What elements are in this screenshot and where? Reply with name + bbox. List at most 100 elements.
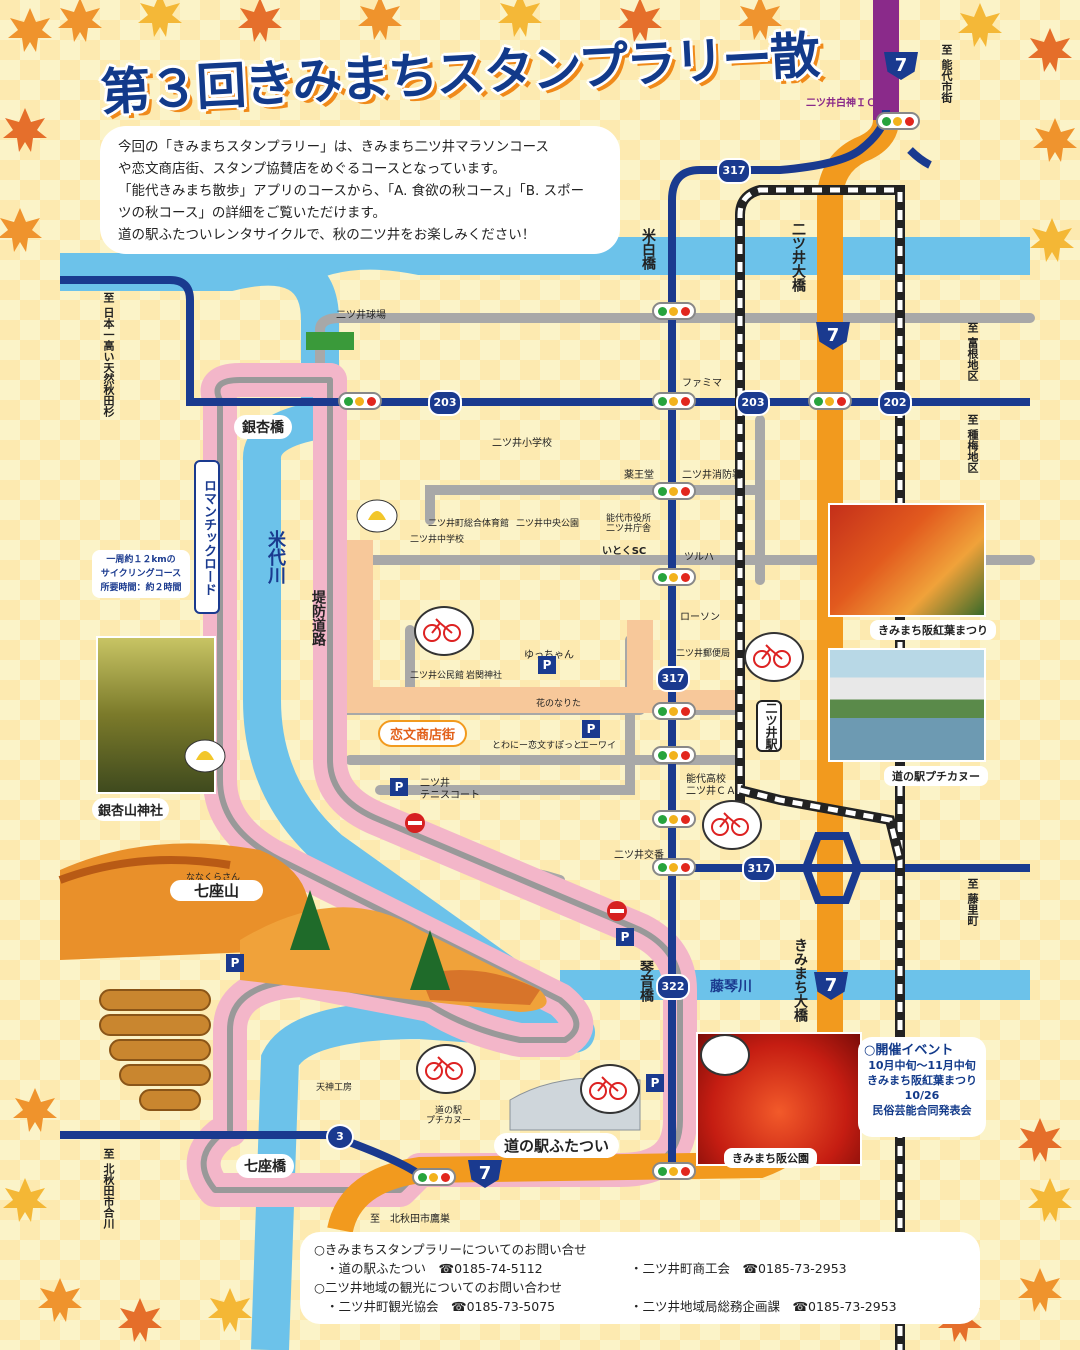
ic-label: 二ツ井白神ＩＣ bbox=[806, 98, 876, 109]
intro-line: 道の駅ふたついレンタサイクルで、秋の二ツ井をお楽しみください！ bbox=[118, 227, 536, 243]
place-junior-high: 二ツ井中学校 bbox=[410, 535, 465, 545]
traffic-signal-icon bbox=[338, 392, 382, 410]
route-202-shield: 202 bbox=[878, 390, 912, 416]
direction-kitaakita: 至 北秋田市合川 bbox=[102, 1148, 115, 1229]
bridge-kotone: 琴音橋 bbox=[638, 960, 654, 1002]
parking-icon: P bbox=[226, 954, 244, 972]
traffic-signal-icon bbox=[808, 392, 852, 410]
bridge-kimimachi-ohashi: きみまち大橋 bbox=[792, 938, 808, 1022]
traffic-signal-icon bbox=[876, 112, 920, 130]
place-towani: とわにー bbox=[492, 741, 529, 751]
parking-icon: P bbox=[390, 778, 408, 796]
direction-fujisato: 至 藤里町 bbox=[966, 878, 979, 926]
place-tsuruha: ツルハ bbox=[684, 552, 714, 563]
bicycle-icon bbox=[423, 618, 461, 642]
traffic-signal-icon bbox=[652, 702, 696, 720]
michi-no-eki-label: 道の駅ふたつい bbox=[494, 1133, 620, 1158]
river-yoneshiro-label: 米代川 bbox=[265, 530, 286, 584]
contact-heading: ○二ツ井地域の観光についてのお問い合わせ bbox=[314, 1280, 563, 1295]
parking-icon: P bbox=[538, 656, 556, 674]
contact-michinoeki: ・道の駅ふたつい ☎0185-74-5112 bbox=[326, 1261, 543, 1276]
place-yakuodo: 薬王堂 bbox=[624, 470, 654, 481]
place-ewai: エーワイ bbox=[580, 741, 617, 751]
event-date: 10月中旬〜11月中旬 bbox=[868, 1059, 976, 1072]
place-koibumi-spot: 恋文すぽっと bbox=[528, 741, 583, 751]
tree-icon bbox=[290, 890, 450, 990]
traffic-signal-icon bbox=[652, 1162, 696, 1180]
bridge-ginkyo: 銀杏橋 bbox=[234, 415, 292, 439]
place-tennis-court: 二ツ井 テニスコート bbox=[420, 778, 480, 801]
intro-line: 今回の「きみまちスタンプラリー」は、きみまち二ツ井マラソンコース bbox=[118, 139, 549, 155]
canoe-caption: 道の駅プチカヌー bbox=[884, 766, 988, 786]
route-203-shield: 203 bbox=[736, 390, 770, 416]
mountain-reading: ななくらさん bbox=[186, 873, 241, 883]
canoe-photo bbox=[828, 648, 986, 762]
route-317-shield: 317 bbox=[717, 158, 751, 184]
place-yucchan: ゆっちゃん bbox=[524, 646, 574, 661]
contact-shokokai: ・二ツ井町商工会 ☎0185-73-2953 bbox=[629, 1261, 847, 1276]
bridge-futatsui-ohashi: 二ツ井大橋 bbox=[790, 222, 806, 292]
parking-icon: P bbox=[582, 720, 600, 738]
place-stadium: 二ツ井球場 bbox=[336, 310, 386, 321]
place-elementary-school: 二ツ井小学校 bbox=[492, 438, 552, 449]
traffic-signal-icon bbox=[652, 858, 696, 876]
event-heading: ○開催イベント bbox=[864, 1043, 954, 1058]
contact-row: ・道の駅ふたつい ☎0185-74-5112 ・二ツ井町商工会 ☎0185-73… bbox=[314, 1259, 966, 1278]
note-line: 所要時間：約２時間 bbox=[100, 583, 182, 593]
route-3-shield: 3 bbox=[326, 1124, 354, 1150]
intro-panel: 今回の「きみまちスタンプラリー」は、きみまち二ツ井マラソンコース や恋文商店街、… bbox=[100, 126, 620, 254]
direction-noshiro: 至 能代市街 bbox=[940, 44, 953, 103]
place-city-hall: 能代市役所 二ツ井庁舎 bbox=[606, 514, 652, 534]
momiji-photo bbox=[828, 503, 986, 617]
direction-tomine: 至 富根地区 bbox=[966, 322, 979, 381]
place-post-office: 二ツ井郵便局 bbox=[676, 649, 731, 659]
river-fujikoto-label: 藤琴川 bbox=[710, 979, 752, 995]
no-entry-icon bbox=[405, 813, 425, 833]
place-canoe: 道の駅 プチカヌー bbox=[426, 1106, 472, 1126]
romantic-road-label: ロマンチックロード bbox=[194, 460, 220, 614]
route-317-shield: 317 bbox=[742, 856, 776, 882]
event-name: きみまち阪紅葉まつり bbox=[867, 1074, 977, 1087]
place-itoku-sc: いとくSC bbox=[602, 546, 647, 557]
place-hananarita: 花のなりた bbox=[536, 699, 582, 709]
place-noshiro-hs: 能代高校 二ツ井ＣＡ bbox=[686, 774, 736, 797]
bridge-nanakura: 七座橋 bbox=[236, 1154, 294, 1178]
parking-icon: P bbox=[616, 928, 634, 946]
cycling-course-note: 一周約１２kmの サイクリングコース 所要時間：約２時間 bbox=[92, 550, 190, 598]
place-famima: ファミマ bbox=[682, 378, 722, 389]
direction-kitaakita-takanosu: 至 北秋田市鷹巣 bbox=[370, 1214, 450, 1225]
direction-nihon: 至 日本一高い天然秋田杉 bbox=[102, 292, 115, 417]
place-fire-station: 二ツ井消防署 bbox=[682, 470, 742, 481]
intro-line: ツの秋コース」の詳細をご覧いただけます。 bbox=[118, 205, 386, 221]
bridge-yonehaku: 米白橋 bbox=[640, 228, 656, 270]
event-date: 10/26 bbox=[904, 1089, 940, 1102]
bicycle-icon bbox=[711, 812, 749, 836]
place-gym: 二ツ井町総合体育館 bbox=[428, 519, 510, 529]
traffic-signal-icon bbox=[652, 568, 696, 586]
intro-line: や恋文商店街、スタンプ協賛店をめぐるコースとなっています。 bbox=[118, 161, 506, 177]
bicycle-icon bbox=[589, 1076, 627, 1100]
koibumi-street-label: 恋文商店街 bbox=[378, 720, 468, 747]
route-322-shield: 322 bbox=[656, 974, 690, 1000]
contact-panel: ○きみまちスタンプラリーについてのお問い合せ ・道の駅ふたつい ☎0185-74… bbox=[300, 1232, 980, 1324]
park-caption: きみまち阪公園 bbox=[724, 1148, 817, 1168]
event-name: 民俗芸能合同発表会 bbox=[872, 1104, 972, 1117]
traffic-signal-icon bbox=[412, 1168, 456, 1186]
contact-heading: ○きみまちスタンプラリーについてのお問い合せ bbox=[314, 1242, 587, 1257]
contact-kankokyokai: ・二ツ井町観光協会 ☎0185-73-5075 bbox=[326, 1299, 556, 1314]
direction-taneume: 至 種梅地区 bbox=[966, 414, 979, 473]
place-iwaseki-shrine: 岩関神社 bbox=[466, 671, 503, 681]
traffic-signal-icon bbox=[652, 810, 696, 828]
place-lawson: ローソン bbox=[680, 612, 720, 623]
no-entry-icon bbox=[607, 901, 627, 921]
bicycle-icon bbox=[753, 644, 791, 668]
place-tenjin-kobo: 天神工房 bbox=[316, 1083, 353, 1093]
intro-line: 「能代きみまち散歩」アプリのコースから、「A. 食欲の秋コース」「B. スポー bbox=[118, 183, 585, 199]
place-central-park: 二ツ井中央公園 bbox=[516, 519, 580, 529]
route-203-shield: 203 bbox=[428, 390, 462, 416]
traffic-signal-icon bbox=[652, 302, 696, 320]
momiji-caption: きみまち阪紅葉まつり bbox=[870, 620, 996, 640]
note-line: 一周約１２kmの bbox=[106, 555, 176, 565]
place-kominkan: 二ツ井公民館 bbox=[410, 671, 465, 681]
